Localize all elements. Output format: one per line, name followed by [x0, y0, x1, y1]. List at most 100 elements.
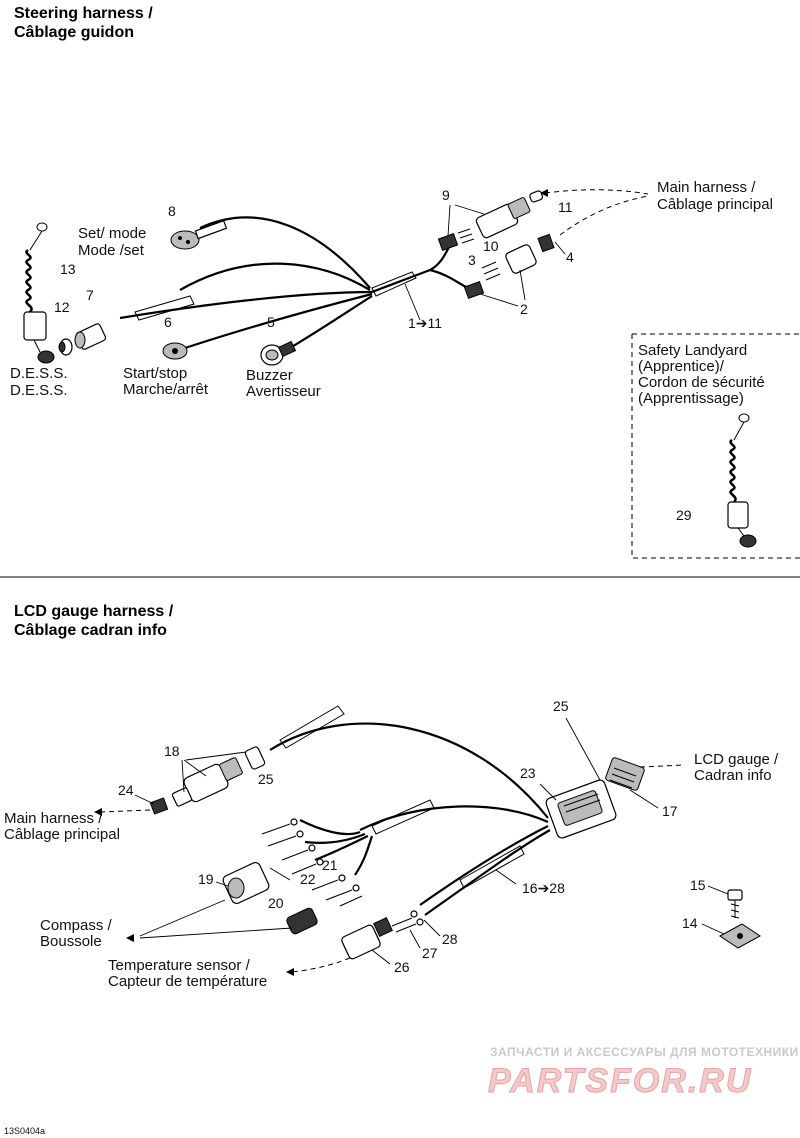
- landyard-box: [631, 333, 800, 559]
- number-29: 29: [676, 507, 692, 523]
- leader-28: [423, 919, 441, 937]
- lcd-range-leader: [495, 869, 517, 885]
- diagram-code: 13S0404a: [4, 1126, 45, 1136]
- temperature-label-fr: Capteur de température: [108, 973, 267, 990]
- steering-range-label: 1➔11: [408, 315, 442, 331]
- number-25-left: 25: [258, 771, 274, 787]
- leader-14: [701, 923, 725, 935]
- part-20-compass-plug: [286, 907, 318, 935]
- part-11-seal: [529, 190, 544, 203]
- part-3-terminals: [481, 261, 501, 281]
- part-14-mounting-plate: [719, 923, 761, 949]
- steering-title-en: Steering harness /: [14, 5, 153, 22]
- temperature-label-en: Temperature sensor /: [108, 957, 251, 974]
- part-5-buzzer: [260, 340, 297, 366]
- number-20: 20: [268, 895, 284, 911]
- compass-leader: [139, 899, 293, 939]
- number-19: 19: [198, 871, 214, 887]
- dess-label-2: D.E.S.S.: [10, 382, 68, 399]
- lcd-main-harness-label-fr: Câblage principal: [4, 826, 120, 843]
- part-23-gauge-connector: [545, 779, 617, 839]
- number-10: 10: [483, 238, 499, 254]
- arrow-head: [540, 189, 548, 197]
- main-harness-label-fr: Câblage principal: [657, 196, 773, 213]
- leader-9: [447, 204, 485, 237]
- number-28: 28: [442, 931, 458, 947]
- lcd-gauge-label-fr: Cadran info: [694, 767, 772, 784]
- lcd-gauge-label-en: LCD gauge /: [694, 751, 779, 768]
- steering-wire-bundle: [119, 216, 473, 350]
- lcd-title-en: LCD gauge harness /: [14, 603, 174, 620]
- part-18-connector: [171, 757, 243, 807]
- number-8: 8: [168, 203, 176, 219]
- leader-27: [409, 929, 421, 949]
- part-9-connector: [437, 197, 531, 252]
- main-harness-label-en: Main harness /: [657, 179, 756, 196]
- lcd-wire-bundle: [269, 705, 551, 916]
- number-23: 23: [520, 765, 536, 781]
- part-10-terminals: [457, 228, 475, 244]
- lcd-title-fr: Câblage cadran info: [14, 622, 167, 639]
- part-24-plug: [149, 797, 169, 815]
- buzzer-label-fr: Avertisseur: [246, 383, 321, 400]
- landyard-line-3: Cordon de sécurité: [638, 374, 765, 391]
- main-harness-lcd-leader: [99, 809, 151, 813]
- lcd-range-label: 16➔28: [522, 880, 565, 896]
- number-18: 18: [164, 743, 180, 759]
- start-stop-label-en: Start/stop: [123, 365, 187, 382]
- number-17: 17: [662, 803, 678, 819]
- number-4: 4: [566, 249, 574, 265]
- start-stop-label-fr: Marche/arrêt: [123, 381, 209, 398]
- arrow-head: [286, 968, 294, 976]
- number-3: 3: [468, 252, 476, 268]
- landyard-line-2: (Apprentice)/: [638, 358, 725, 375]
- leader-19: [215, 881, 229, 887]
- set-mode-label-fr: Mode /set: [78, 242, 145, 259]
- number-15: 15: [690, 877, 706, 893]
- leader-17: [629, 789, 659, 809]
- steering-title-fr: Câblage guidon: [14, 24, 134, 41]
- part-26-temperature-connector: [341, 917, 393, 960]
- leader-26: [371, 949, 391, 965]
- leader-18: [181, 751, 247, 793]
- part-28-seals: [410, 910, 424, 926]
- buzzer-label-en: Buzzer: [246, 367, 293, 384]
- leader-25-top: [565, 717, 601, 781]
- set-mode-label-en: Set/ mode: [78, 225, 146, 242]
- leader-24: [134, 794, 155, 805]
- leader-23: [539, 783, 557, 801]
- part-15-screw: [727, 889, 743, 919]
- compass-label-en: Compass /: [40, 917, 113, 934]
- number-5: 5: [267, 314, 275, 330]
- part-8-set-mode-switch: [170, 219, 228, 250]
- number-14: 14: [682, 915, 698, 931]
- part-2-connector: [463, 280, 485, 300]
- number-25-top: 25: [553, 698, 569, 714]
- landyard-line-1: Safety Landyard: [638, 342, 747, 359]
- number-21: 21: [322, 857, 338, 873]
- landyard-line-4: (Apprentissage): [638, 390, 744, 407]
- watermark-brand: PARTSFOR.RU: [488, 1062, 752, 1100]
- number-12: 12: [54, 299, 70, 315]
- watermark-tagline: ЗАПЧАСТИ И АКСЕССУАРЫ ДЛЯ МОТОТЕХНИКИ: [490, 1045, 799, 1059]
- number-2: 2: [520, 301, 528, 317]
- main-harness-leader-a: [544, 189, 649, 195]
- number-6: 6: [164, 314, 172, 330]
- arrow-head: [94, 808, 102, 816]
- part-22-terminals: [311, 874, 363, 907]
- main-harness-leader-b: [559, 195, 649, 236]
- part-12-dess-cap: [58, 338, 73, 356]
- part-6-start-stop-switch: [162, 342, 188, 360]
- dess-label-1: D.E.S.S.: [10, 365, 68, 382]
- part-29-safety-landyard: [727, 413, 757, 548]
- lcd-main-harness-label-en: Main harness /: [4, 810, 103, 827]
- number-13: 13: [60, 261, 76, 277]
- leader-15: [707, 885, 729, 895]
- part-7-dess-post: [74, 323, 107, 350]
- leader-2: [479, 269, 526, 307]
- part-17-lcd-gauge-pad: [605, 757, 645, 791]
- number-7: 7: [86, 287, 94, 303]
- number-11: 11: [558, 199, 573, 215]
- part-19-compass-connector: [222, 861, 270, 905]
